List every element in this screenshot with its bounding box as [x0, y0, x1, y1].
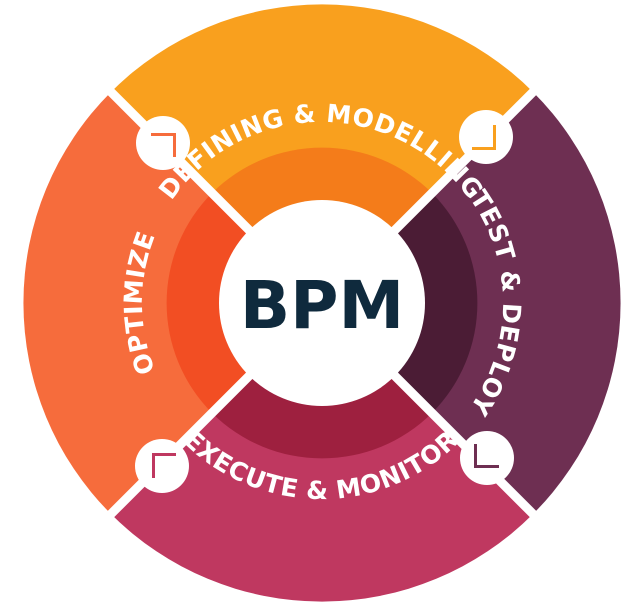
corner-arrow-icon: [472, 125, 496, 150]
corner-arrow-icon: [474, 444, 499, 468]
connector-top-left: [136, 116, 190, 170]
center-circle: [219, 200, 425, 406]
center-label: BPM: [240, 267, 404, 344]
connector-bottom-left: [135, 439, 189, 493]
connector-top-right: [459, 110, 513, 164]
connector-bottom-right: [460, 431, 514, 485]
corner-arrow-icon: [152, 453, 176, 478]
corner-arrow-icon: [151, 133, 176, 157]
